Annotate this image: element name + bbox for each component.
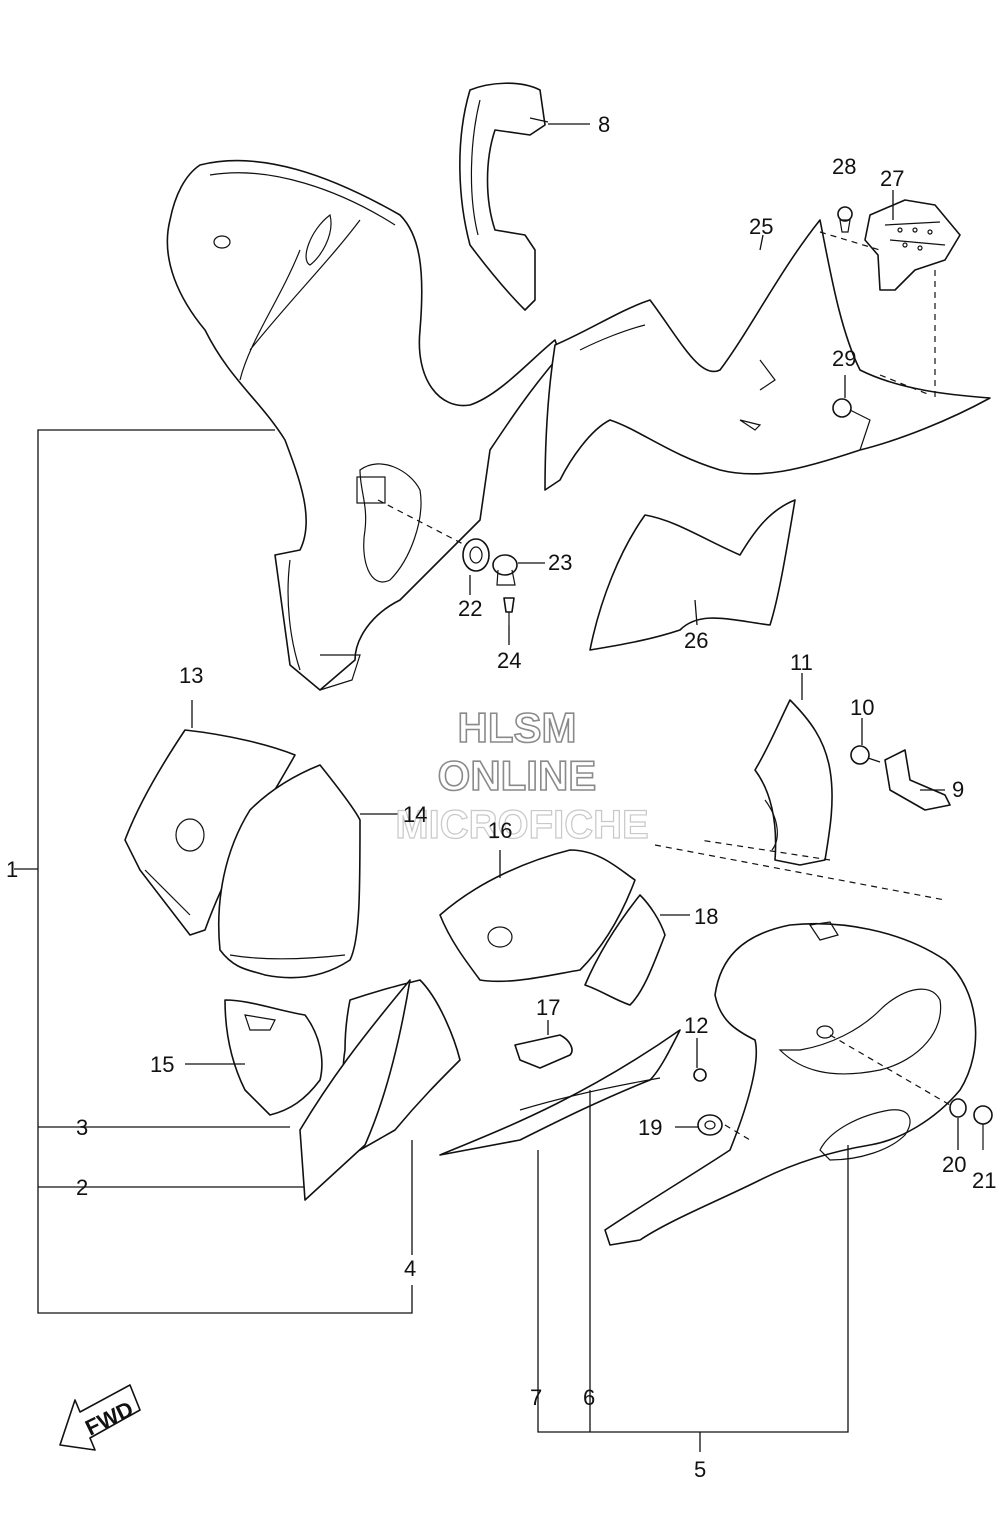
bracket-part-9 (884, 749, 951, 811)
callout-16: 16 (488, 818, 512, 843)
nut-part-20 (949, 1098, 967, 1118)
callout-13: 13 (179, 663, 203, 688)
callout-4: 4 (404, 1256, 416, 1281)
strip-parts-2-3-4 (299, 979, 461, 1201)
bracket-group-5 (537, 1090, 849, 1452)
callout-7: 7 (530, 1385, 542, 1410)
grommet-part-19 (697, 1114, 723, 1136)
clip-part-17 (514, 1034, 573, 1069)
callout-3: 3 (76, 1115, 88, 1140)
callout-29: 29 (832, 346, 856, 371)
callout-5: 5 (694, 1457, 706, 1482)
screw-part-24 (503, 597, 515, 625)
clip-part-23 (492, 554, 518, 586)
callout-28: 28 (832, 154, 856, 179)
callout-10: 10 (850, 695, 874, 720)
callout-14: 14 (403, 802, 427, 827)
watermark-line-3: MICROFICHE (395, 803, 648, 847)
callout-27: 27 (880, 166, 904, 191)
callout-11: 11 (790, 650, 813, 675)
side-piece-part-18 (584, 894, 666, 1006)
callout-1: 1 (6, 857, 18, 882)
callout-21: 21 (972, 1168, 996, 1193)
fwd-arrow-icon: FWD (59, 1384, 141, 1451)
lower-cowl-part-5 (604, 921, 977, 1246)
screw-part-12 (693, 1068, 707, 1082)
bracket-part-27 (864, 199, 961, 291)
callout-2: 2 (76, 1175, 88, 1200)
callout-17: 17 (536, 995, 560, 1020)
callout-24: 24 (497, 648, 521, 673)
callout-9: 9 (952, 777, 964, 802)
side-panel-part-25 (544, 219, 991, 491)
callout-15: 15 (150, 1052, 174, 1077)
side-piece-part-16 (439, 849, 636, 983)
callout-labels: 1 2 3 4 5 6 7 8 9 10 11 12 13 14 15 16 1… (6, 112, 996, 1482)
screw-part-29 (832, 398, 871, 451)
callout-22: 22 (458, 596, 482, 621)
duct-bracket-part-8 (459, 82, 549, 311)
bracket-part-11 (754, 699, 833, 866)
callout-12: 12 (684, 1013, 708, 1038)
callout-26: 26 (684, 628, 708, 653)
watermark-line-2: ONLINE (438, 752, 597, 799)
watermark-line-1: HLSM (458, 704, 577, 751)
screw-part-28 (837, 206, 853, 233)
screw-part-10 (850, 745, 881, 765)
grommet-part-22 (462, 538, 490, 572)
callout-19: 19 (638, 1115, 662, 1140)
inner-panel-part-14 (217, 764, 361, 979)
callout-18: 18 (694, 904, 718, 929)
callout-8: 8 (598, 112, 610, 137)
screw-part-21 (973, 1105, 993, 1150)
strip-parts-6-7 (439, 1029, 681, 1156)
callout-20: 20 (942, 1152, 966, 1177)
upper-cowl-part (166, 159, 561, 691)
duct-part-15 (224, 999, 323, 1116)
bracket-group-1 (14, 429, 413, 1314)
callout-25: 25 (749, 214, 773, 239)
callout-6: 6 (583, 1385, 595, 1410)
watermark: HLSM ONLINE MICROFICHE (395, 703, 650, 847)
callout-23: 23 (548, 550, 572, 575)
inner-cover-part-26 (589, 499, 796, 651)
